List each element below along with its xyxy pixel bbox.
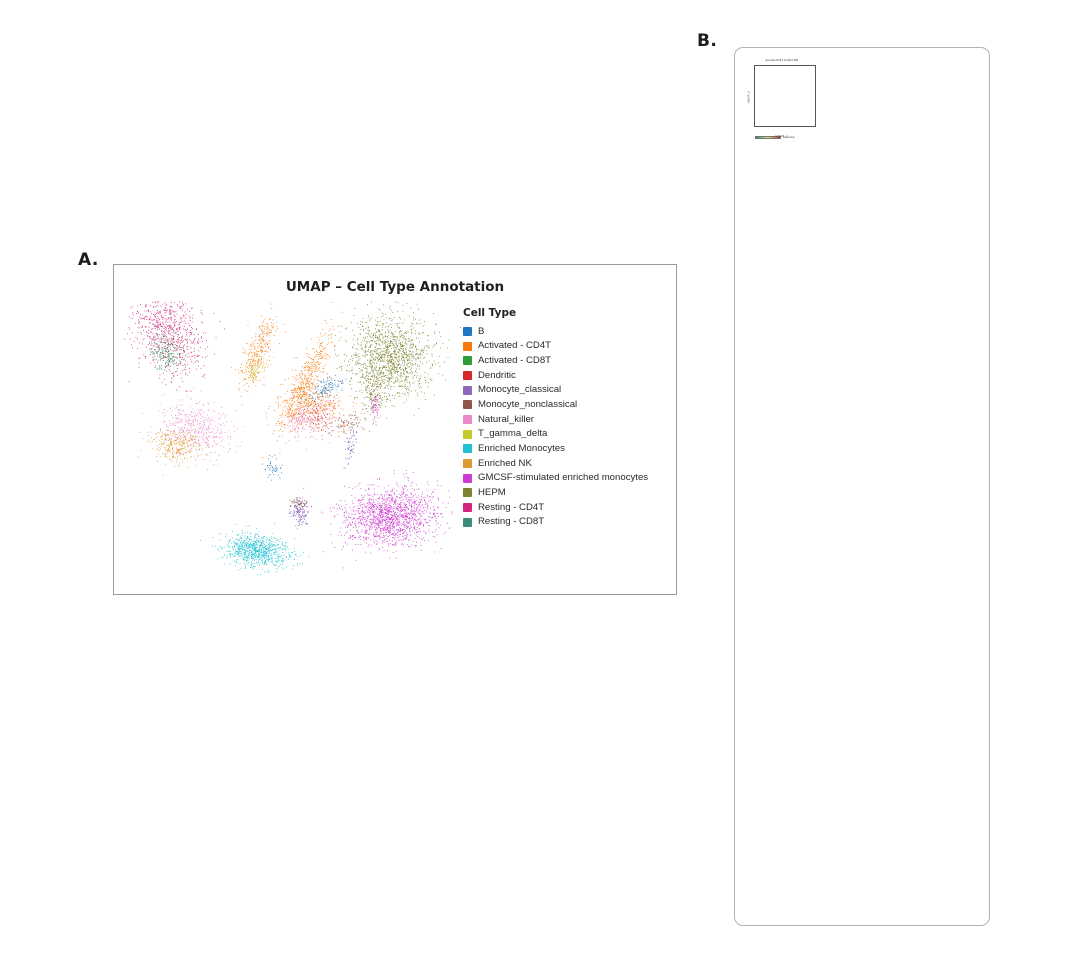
legend-item[interactable]: B xyxy=(463,324,673,339)
legend-title: Cell Type xyxy=(463,307,517,319)
legend-item-label: Resting - CD8T xyxy=(478,516,545,528)
legend-color-swatch xyxy=(463,385,472,395)
feature-plot-axes xyxy=(754,65,816,127)
legend-item-label: Activated - CD4T xyxy=(478,340,552,352)
feature-plot-y-axis-label: UMAP_2 xyxy=(747,91,751,104)
legend-color-swatch xyxy=(463,429,472,439)
panel-a-title: UMAP – Cell Type Annotation xyxy=(285,279,505,295)
legend-item-label: HEPM xyxy=(478,487,506,499)
legend-item-label: Natural_killer xyxy=(478,413,534,425)
legend-item[interactable]: Resting - CD8T xyxy=(463,515,673,530)
legend-item[interactable]: Enriched Monocytes xyxy=(463,442,673,457)
legend-color-swatch xyxy=(463,459,472,469)
legend-color-swatch xyxy=(463,473,472,483)
legend-item[interactable]: Activated - CD4T xyxy=(463,339,673,354)
legend-item[interactable]: Dendritic xyxy=(463,368,673,383)
legend-item[interactable]: T_gamma_delta xyxy=(463,427,673,442)
legend-item-label: Monocyte_nonclassical xyxy=(478,398,578,410)
legend-item-label: GMCSF-stimulated enriched monocytes xyxy=(478,472,649,484)
feature-plot-colorbar-label: Expression xyxy=(783,136,795,140)
legend-color-swatch xyxy=(463,444,472,454)
legend-color-swatch xyxy=(463,370,472,380)
legend-item-label: B xyxy=(478,325,485,337)
legend-item[interactable]: Natural_killer xyxy=(463,412,673,427)
legend-item-label: Dendritic xyxy=(478,369,516,381)
legend-color-swatch xyxy=(463,503,472,513)
legend-color-swatch xyxy=(463,488,472,498)
legend-item-label: Enriched NK xyxy=(478,457,532,469)
panel-b-letter: B. xyxy=(697,31,718,51)
legend-item[interactable]: Resting - CD4T xyxy=(463,500,673,515)
legend-item[interactable]: Monocyte_nonclassical xyxy=(463,397,673,412)
legend-item-label: Activated - CD8T xyxy=(478,354,552,366)
legend-item-label: T_gamma_delta xyxy=(478,428,548,440)
panel-a-letter: A. xyxy=(78,250,99,270)
celltype-legend: Cell Type B Activated - CD4T Activated - C… xyxy=(463,307,673,530)
umap-scatter-canvas xyxy=(122,301,462,589)
feature-plot-colorbar xyxy=(755,136,781,140)
legend-item[interactable]: GMCSF-stimulated enriched monocytes xyxy=(463,471,673,486)
umap-scatter-plot xyxy=(122,301,462,589)
legend-item-label: Monocyte_classical xyxy=(478,384,562,396)
legend-color-swatch xyxy=(463,517,472,527)
legend-item-label: Enriched Monocytes xyxy=(478,443,565,455)
legend-item[interactable]: Enriched NK xyxy=(463,456,673,471)
legend-color-swatch xyxy=(463,341,472,351)
legend-color-swatch xyxy=(463,414,472,424)
feature-plot-title: Anode-CD11 b-KO1 BH xyxy=(765,59,799,62)
legend-item[interactable]: HEPM xyxy=(463,486,673,501)
legend-color-swatch xyxy=(463,326,472,336)
legend-color-swatch xyxy=(463,356,472,366)
legend-color-swatch xyxy=(463,400,472,410)
feature-plot-x-axis-label: UMAP_1 xyxy=(775,133,789,138)
legend-item-label: Resting - CD4T xyxy=(478,501,545,513)
legend-item[interactable]: Monocyte_classical xyxy=(463,383,673,398)
feature-plot-canvas xyxy=(755,66,815,126)
legend-items-list: B Activated - CD4T Activated - CD8T Dendrit… xyxy=(463,324,673,530)
legend-item[interactable]: Activated - CD8T xyxy=(463,353,673,368)
